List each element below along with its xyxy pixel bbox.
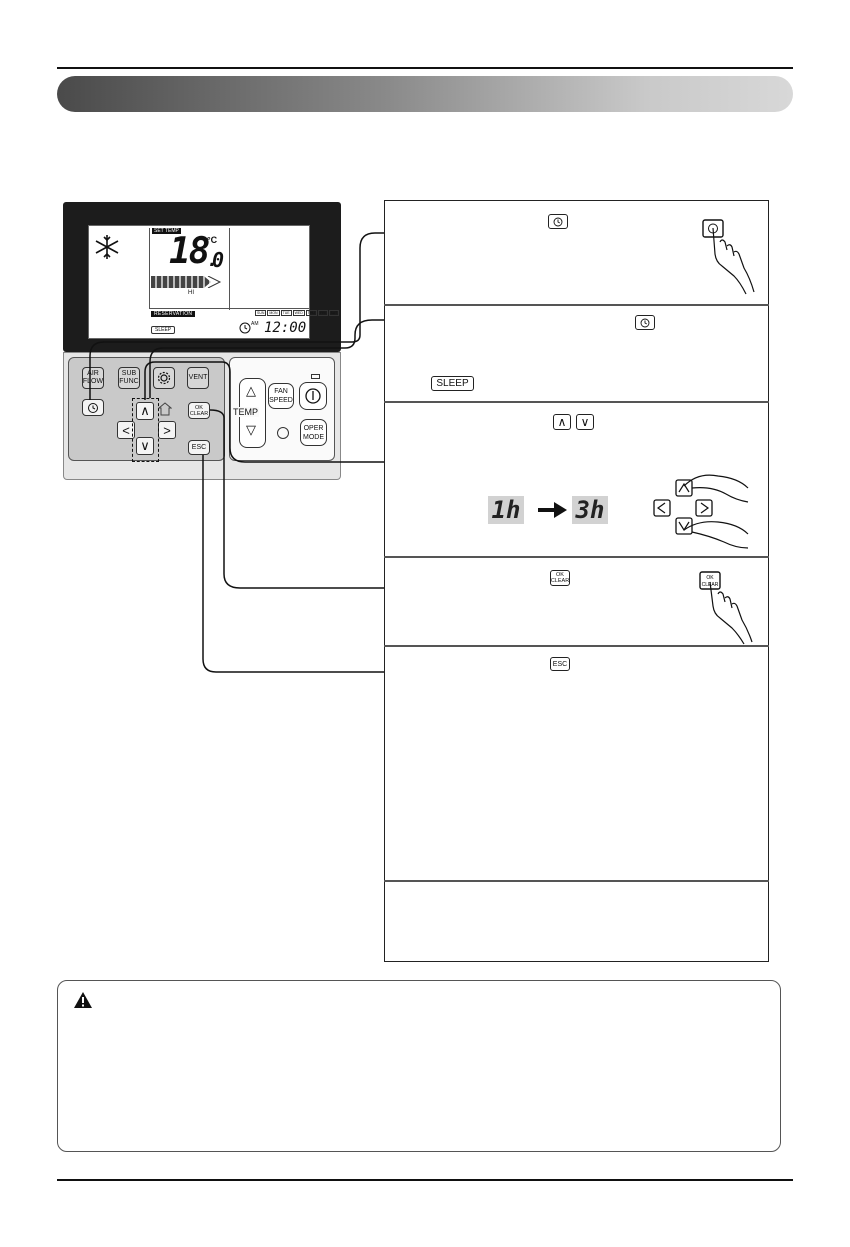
right-button[interactable]: > <box>158 421 176 439</box>
air-flow-button[interactable]: AIR FLOW <box>82 367 104 389</box>
vent-button-label: VENT <box>188 374 208 381</box>
instruction-steps-box <box>384 200 769 962</box>
hand-arrows-icon <box>653 474 749 549</box>
display-after: 3h <box>572 496 608 524</box>
home-lock-icon <box>158 402 172 416</box>
fan-speed-button[interactable]: FAN SPEED <box>268 383 294 409</box>
warning-icon <box>74 992 92 1008</box>
top-rule <box>57 67 793 69</box>
temp-up-button[interactable]: △ <box>246 383 256 398</box>
ok-clear-button[interactable]: OK CLEAR <box>188 402 210 419</box>
reservation-key-icon <box>548 214 568 229</box>
am-label: AM <box>251 321 259 327</box>
down-button[interactable]: ∨ <box>136 437 154 455</box>
arrow-right-icon <box>538 502 567 518</box>
weekday-mon: MON <box>267 310 280 316</box>
hand-press-icon <box>702 219 755 295</box>
weekday-row: SUN MON TUE WED THU FRI SAT <box>255 310 340 316</box>
weekday-tue: TUE <box>280 310 292 316</box>
fan-level: HI <box>188 290 194 296</box>
left-button[interactable]: < <box>117 421 135 439</box>
lcd-screen: SET TEMP 18 . 0 °C HI RESERVATION SUN MO… <box>88 225 340 339</box>
caution-box <box>57 980 781 1152</box>
sensor-circle <box>277 427 289 439</box>
clock-icon <box>88 402 98 413</box>
set-temp-label: SET TEMP <box>152 228 181 234</box>
esc-button[interactable]: ESC <box>188 440 210 455</box>
step-divider <box>384 645 769 647</box>
hand-press-ok-icon: OK CLEAR <box>699 571 753 645</box>
bottom-rule <box>57 1179 793 1181</box>
step-divider <box>384 304 769 306</box>
temp-down-button[interactable]: ▽ <box>246 422 256 437</box>
down-key-icon: ∨ <box>576 414 594 430</box>
display-before: 1h <box>488 496 524 524</box>
function-settings-button[interactable] <box>153 367 175 389</box>
step-divider <box>384 880 769 882</box>
ok-key-bottom: CLEAR <box>550 578 570 584</box>
weekday-wed: WED <box>292 310 305 316</box>
up-button[interactable]: ∧ <box>136 402 154 420</box>
power-icon <box>305 388 321 404</box>
section-banner <box>57 76 793 112</box>
settings-icon <box>157 371 171 385</box>
power-led <box>311 374 320 379</box>
temperature-decimal: 0 <box>212 248 225 272</box>
weekday-thu: THU <box>305 310 317 316</box>
sleep-key: SLEEP <box>431 376 474 391</box>
weekday-fri: FRI <box>317 310 328 316</box>
temperature-unit: °C <box>207 235 218 245</box>
cooling-mode-icon <box>95 235 119 259</box>
reservation-key-icon <box>635 315 655 330</box>
up-key-icon: ∧ <box>553 414 571 430</box>
oper-mode-button[interactable]: OPER MODE <box>300 419 327 446</box>
step-divider <box>384 556 769 558</box>
fan-speed-indicator <box>151 276 211 288</box>
esc-key-icon: ESC <box>550 657 570 671</box>
step-divider <box>384 401 769 403</box>
clock-display: 12:00 <box>264 320 307 336</box>
fan-arrow-icon <box>207 276 222 288</box>
reservation-label: RESERVATION <box>151 311 196 317</box>
sub-func-button[interactable]: SUB FUNC <box>118 367 140 389</box>
weekday-sun: SUN <box>255 310 267 316</box>
power-button[interactable] <box>299 382 327 410</box>
temperature-integer: 18 <box>169 231 210 272</box>
ok-key-top: OK <box>556 572 564 578</box>
temp-label: TEMP <box>232 407 260 417</box>
sleep-tag: SLEEP <box>151 326 176 334</box>
vent-button[interactable]: VENT <box>187 367 209 389</box>
weekday-sat: SAT <box>328 310 340 316</box>
svg-text:OK: OK <box>706 575 714 581</box>
reservation-button[interactable] <box>82 399 104 416</box>
clock-icon <box>239 322 251 334</box>
